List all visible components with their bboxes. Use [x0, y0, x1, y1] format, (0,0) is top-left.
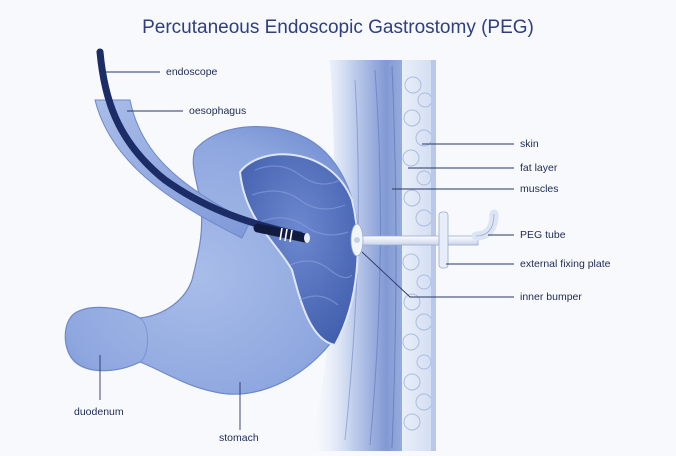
label-oesophagus: oesophagus: [189, 105, 247, 117]
label-external-fixing-plate: external fixing plate: [520, 258, 611, 270]
diagram-title: Percutaneous Endoscopic Gastrostomy (PEG…: [142, 17, 534, 38]
label-muscles: muscles: [520, 183, 559, 195]
endoscope-tip: [304, 233, 310, 243]
leader-lines: [99, 71, 514, 430]
skin-layer: [431, 60, 436, 451]
stomach-interior: [238, 153, 359, 347]
gastric-folds: [251, 165, 353, 306]
label-peg-tube: PEG tube: [520, 229, 566, 241]
label-stomach: stomach: [219, 432, 259, 444]
external-fixing-plate-shape: [438, 211, 449, 269]
endoscope-cable: [96, 48, 304, 239]
label-inner-bumper: inner bumper: [520, 291, 582, 303]
peg-tube-shape: [350, 209, 499, 269]
label-fat-layer: fat layer: [520, 162, 558, 174]
label-endoscope: endoscope: [166, 66, 218, 78]
label-duodenum: duodenum: [74, 406, 124, 418]
fat-cells: [402, 76, 433, 431]
label-skin: skin: [520, 138, 539, 150]
